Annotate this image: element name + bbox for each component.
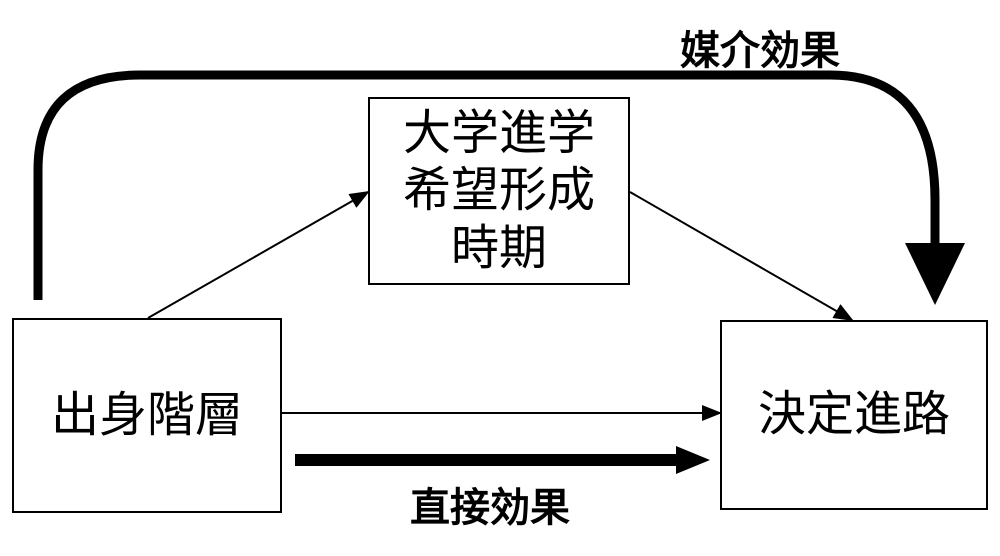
mediated-effect-label: 媒介効果: [680, 28, 840, 74]
direct-effect-label: 直接効果: [410, 485, 570, 531]
arrow-mid-to-dest: [629, 191, 854, 321]
node-dest: 決定進路: [720, 320, 988, 510]
node-origin: 出身階層: [12, 318, 282, 513]
direct-arrowhead: [676, 446, 710, 474]
mediated-effect-arrow: [33, 70, 940, 300]
mediated-arrowhead: [905, 243, 965, 305]
arrow-origin-to-mid: [147, 191, 370, 319]
node-mid: 大学進学希望形成時期: [368, 97, 630, 285]
